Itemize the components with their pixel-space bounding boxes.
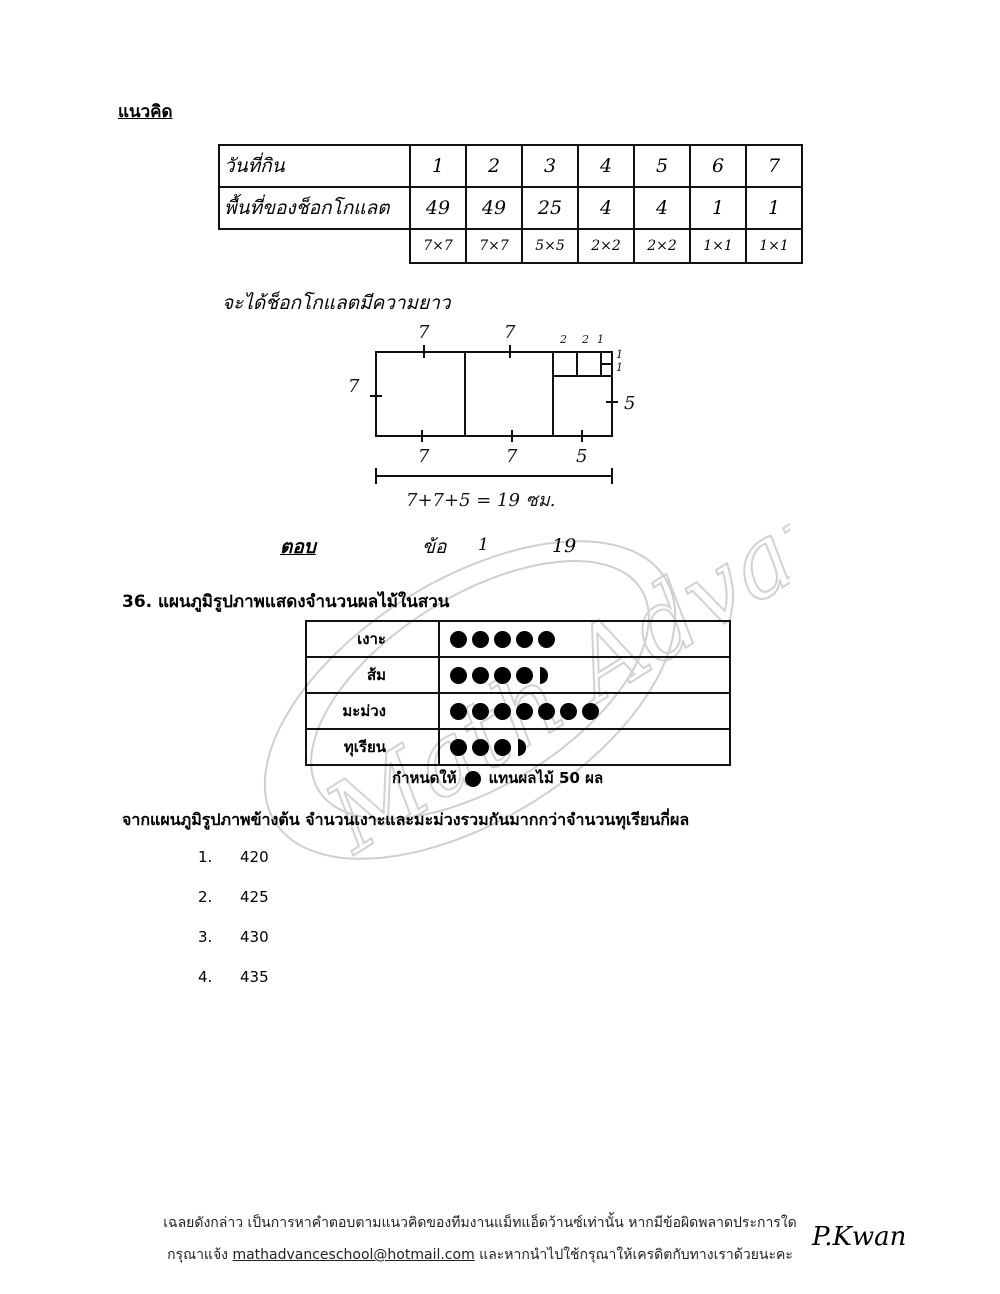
half-dot	[540, 667, 548, 684]
full-dot	[494, 667, 511, 684]
option-2: 2.425	[198, 888, 269, 906]
full-dot	[472, 631, 489, 648]
full-dot	[472, 703, 489, 720]
pictograph-row: ทุเรียน	[305, 728, 731, 766]
pictograph-row: เงาะ	[305, 620, 731, 658]
option-1: 1.420	[198, 848, 269, 866]
bottom-label: 7	[418, 446, 430, 467]
area-cell: 1	[689, 186, 747, 230]
length-note: จะได้ช็อกโกแลตมีความยาว	[222, 292, 451, 314]
full-dot	[494, 703, 511, 720]
day-cell: 6	[689, 144, 747, 188]
day-cell: 2	[465, 144, 523, 188]
area-cell: 4	[577, 186, 635, 230]
day-cell: 7	[745, 144, 803, 188]
right-label: 5	[624, 393, 635, 414]
fruit-label: เงาะ	[305, 620, 440, 658]
top-label: 7	[418, 322, 430, 343]
size-cell: 1×1	[745, 228, 803, 264]
day-cell: 5	[633, 144, 691, 188]
footer-line-2: กรุณาแจ้ง mathadvanceschool@hotmail.com …	[167, 1247, 793, 1263]
day-cell: 3	[521, 144, 579, 188]
answer-label: ตอบ	[280, 536, 316, 558]
question-text: จากแผนภูมิรูปภาพข้างต้น จำนวนเงาะและมะม่…	[122, 810, 690, 829]
top-label: 7	[504, 322, 516, 343]
right-label: 1	[616, 348, 623, 361]
full-dot	[516, 667, 533, 684]
bottom-label: 7	[506, 446, 518, 467]
area-cell: 4	[633, 186, 691, 230]
full-dot	[494, 739, 511, 756]
pictograph-row: ส้ม	[305, 656, 731, 694]
size-cell: 1×1	[689, 228, 747, 264]
full-dot	[582, 703, 599, 720]
full-dot	[472, 667, 489, 684]
top-label: 2	[581, 333, 589, 346]
size-cell: 5×5	[521, 228, 579, 264]
full-dot	[450, 631, 467, 648]
legend-prefix: กำหนดให้	[392, 769, 457, 787]
chocolate-diagram: 7 7 2 2 1 1 1 5 7 7 7 5 7+7+5 = 19 ซม.	[348, 322, 635, 511]
fruit-label: มะม่วง	[305, 692, 440, 730]
full-dot	[560, 703, 577, 720]
pictograph-symbols	[438, 728, 731, 766]
pictograph-symbols	[438, 692, 731, 730]
full-dot	[538, 703, 555, 720]
area-cell: 25	[521, 186, 579, 230]
legend-dot-icon	[464, 770, 481, 787]
fruit-label: ส้ม	[305, 656, 440, 694]
area-cell: 49	[409, 186, 467, 230]
fruit-label: ทุเรียน	[305, 728, 440, 766]
email-link[interactable]: mathadvanceschool@hotmail.com	[232, 1247, 475, 1263]
pictograph-table: เงาะ ส้ม มะม่วง ทุเรียน	[305, 620, 731, 766]
answer-choice-word: ข้อ	[422, 536, 447, 558]
half-dot	[518, 739, 526, 756]
full-dot	[472, 739, 489, 756]
chocolate-table: วันที่กิน 1 2 3 4 5 6 7 พื้นที่ของช็อกโก…	[218, 144, 803, 264]
full-dot	[494, 631, 511, 648]
day-cell: 4	[577, 144, 635, 188]
signature: P.Kwan	[812, 1222, 907, 1252]
pictograph-legend: กำหนดให้ แทนผลไม้ 50 ผล	[392, 766, 603, 790]
row-label-day: วันที่กิน	[218, 144, 411, 188]
question-36-title: 36. แผนภูมิรูปภาพแสดงจำนวนผลไม้ในสวน	[122, 592, 450, 612]
pictograph-symbols	[438, 656, 731, 694]
pictograph-symbols	[438, 620, 731, 658]
row-label-area: พื้นที่ของช็อกโกแลต	[218, 186, 411, 230]
full-dot	[516, 703, 533, 720]
day-cell: 1	[409, 144, 467, 188]
full-dot	[538, 631, 555, 648]
length-equation: 7+7+5 = 19 ซม.	[406, 490, 555, 511]
full-dot	[516, 631, 533, 648]
option-4: 4.435	[198, 968, 269, 986]
area-cell: 1	[745, 186, 803, 230]
full-dot	[450, 667, 467, 684]
option-3: 3.430	[198, 928, 269, 946]
size-cell: 2×2	[633, 228, 691, 264]
legend-suffix: แทนผลไม้ 50 ผล	[488, 769, 604, 787]
size-cell: 7×7	[465, 228, 523, 264]
heading-concept: แนวคิด	[118, 102, 173, 122]
left-label: 7	[348, 376, 360, 397]
pictograph-row: มะม่วง	[305, 692, 731, 730]
full-dot	[450, 703, 467, 720]
answer-choice-number: 1	[478, 535, 489, 555]
bottom-label: 5	[576, 446, 587, 467]
answer-value: 19	[552, 535, 577, 557]
top-label: 2	[559, 333, 567, 346]
top-label: 1	[597, 333, 604, 346]
right-label: 1	[616, 361, 623, 374]
size-cell: 2×2	[577, 228, 635, 264]
empty-cell	[219, 229, 410, 263]
area-cell: 49	[465, 186, 523, 230]
full-dot	[450, 739, 467, 756]
footer-line-1: เฉลยดังกล่าว เป็นการหาคำตอบตามแนวคิดของท…	[163, 1215, 797, 1231]
size-cell: 7×7	[409, 228, 467, 264]
outer-rectangle	[375, 351, 613, 437]
